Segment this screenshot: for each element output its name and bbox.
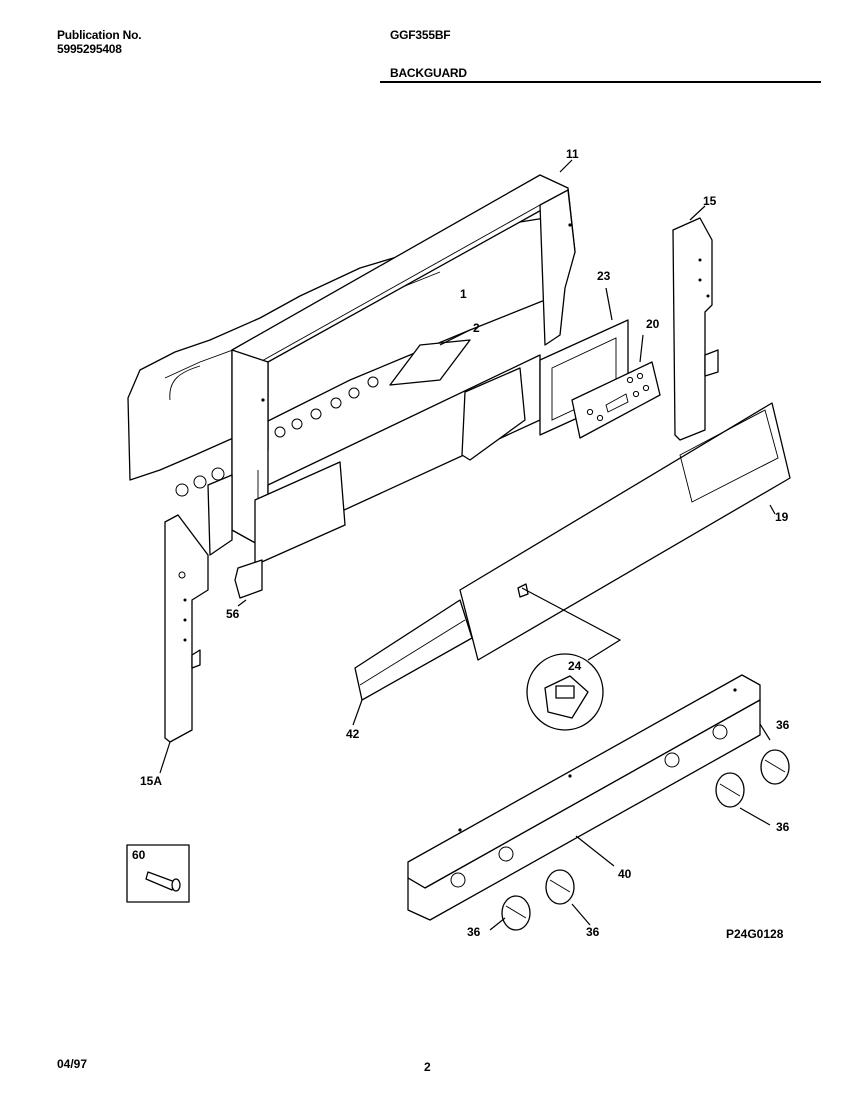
callout-19: 19: [775, 510, 789, 524]
callout-20: 20: [646, 317, 660, 331]
timer-control-part-20: [571, 334, 661, 439]
footer-date: 04/97: [57, 1057, 88, 1071]
end-bracket-part-15a: [159, 514, 209, 774]
section-title: BACKGUARD: [390, 66, 467, 80]
knob-part-36: [489, 723, 790, 931]
control-panel-part-19: [459, 402, 791, 661]
callout-40: 40: [618, 867, 632, 881]
publication-number: 5995295408: [57, 42, 122, 56]
callout-15: 15: [703, 194, 717, 208]
header-rule: [380, 81, 821, 83]
callout-36-top: 36: [776, 718, 790, 732]
screw-part-60: [126, 844, 190, 903]
callout-15a: 15A: [140, 774, 162, 788]
heat-shield-part-2: [389, 329, 471, 386]
page-number: 2: [424, 1060, 431, 1074]
callout-24: 24: [568, 659, 582, 673]
callout-23: 23: [597, 269, 611, 283]
callout-36-mid: 36: [586, 925, 600, 939]
end-bracket-part-15: [672, 205, 719, 441]
bracket-part-56: [207, 474, 263, 607]
center-cover: [254, 354, 541, 566]
manifold-panel-part-40: [407, 674, 761, 921]
model-number: GGF355BF: [390, 28, 451, 42]
switch-part-24: [521, 587, 622, 731]
figure-code: P24G0128: [726, 927, 784, 941]
callout-56: 56: [226, 607, 240, 621]
trim-strip-part-42: [352, 599, 473, 726]
callout-42: 42: [346, 727, 360, 741]
callout-60: 60: [132, 848, 146, 862]
publication-label: Publication No.: [57, 28, 142, 42]
callout-11: 11: [566, 147, 579, 161]
callout-36-right: 36: [776, 820, 790, 834]
callout-2: 2: [473, 321, 480, 335]
callout-1: 1: [460, 287, 467, 301]
callout-36-left: 36: [467, 925, 481, 939]
